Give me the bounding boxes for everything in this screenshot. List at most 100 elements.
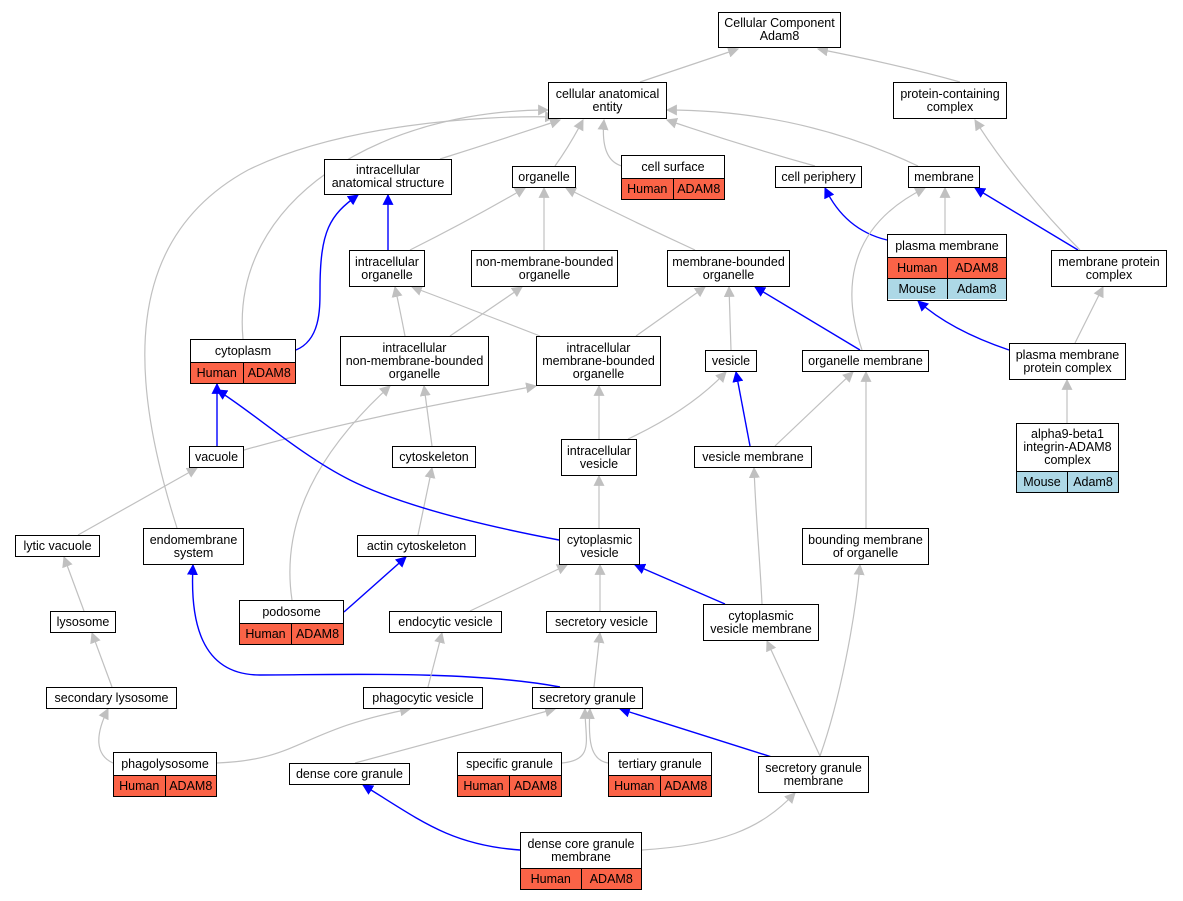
node-label: plasma membrane (895, 238, 999, 253)
species-cell: Human (521, 869, 581, 889)
node-intracellular-anatomical-structure: intracellular anatomical structure (324, 159, 452, 195)
node-specific-granule: specific granule Human ADAM8 (457, 752, 562, 797)
node-membrane: membrane (908, 166, 980, 188)
edge-secgran-endomem (186, 563, 561, 688)
edge-sgm-cvm (766, 640, 821, 757)
node-label: secretory vesicle (554, 614, 649, 629)
node-organelle: organelle (512, 166, 576, 188)
species-cell: Human (622, 179, 673, 199)
edge-cytovesicle-cytoplasm (216, 389, 560, 541)
node-label: plasma membrane protein complex (1015, 347, 1120, 375)
edge-lysosome-lytic (62, 555, 85, 612)
gene-cell: ADAM8 (946, 258, 1006, 278)
node-membrane-bounded-organelle: membrane-bounded organelle (667, 250, 790, 287)
edge-phago-endocytic (427, 631, 445, 688)
node-intracellular-non-membrane-bounded-organelle: intracellular non-membrane-bounded organ… (340, 336, 489, 386)
node-label: protein-containing complex (900, 86, 1000, 114)
annotation-row: Human ADAM8 (609, 775, 711, 796)
edge-actin-cytoskeleton (417, 466, 436, 536)
node-label: organelle membrane (808, 353, 923, 368)
species-cell: Human (114, 776, 165, 796)
node-label: non-membrane-bounded organelle (475, 254, 614, 282)
node-label: tertiary granule (618, 756, 702, 771)
node-vesicle: vesicle (705, 350, 757, 372)
edge-vesicle-mbo (723, 285, 735, 351)
edge-cytoplasm-ias (295, 194, 359, 351)
node-label: vesicle membrane (702, 449, 804, 464)
edge-vesmem-vesicle (732, 370, 751, 447)
node-label: lytic vacuole (23, 538, 92, 553)
species-cell: Mouse (1017, 472, 1067, 492)
edge-mpc-pcc (974, 119, 1081, 251)
node-intracellular-vesicle: intracellular vesicle (561, 439, 637, 476)
edge-cytoskeleton-inmbo (419, 384, 433, 447)
edge-endocytic-cytovesicle (469, 564, 568, 612)
edge-imbo-intraorg (410, 285, 541, 337)
annotation-row: Human ADAM8 (622, 178, 724, 199)
node-label: dense core granule membrane (527, 836, 635, 864)
node-label: secondary lysosome (54, 690, 169, 705)
edge-phagolyso-seclyso (98, 708, 114, 764)
gene-cell: Adam8 (1067, 472, 1118, 492)
edge-pm-cellperiphery (824, 187, 888, 241)
node-label: Cellular Component Adam8 (724, 16, 835, 43)
node-label: lysosome (56, 614, 110, 629)
node-vacuole: vacuole (189, 446, 244, 468)
edge-endomem-cae (144, 111, 557, 529)
edge-pcc-root (816, 45, 961, 83)
edge-dcgm-dcg (362, 784, 521, 851)
node-label: alpha9-beta1 integrin-ADAM8 complex (1023, 427, 1112, 467)
node-secretory-vesicle: secretory vesicle (546, 611, 657, 633)
node-dense-core-granule: dense core granule (289, 763, 410, 785)
species-cell: Mouse (888, 279, 947, 299)
gene-cell: ADAM8 (509, 776, 561, 796)
edge-inmbo-intraorg (391, 285, 406, 337)
node-actin-cytoskeleton: actin cytoskeleton (357, 535, 476, 557)
species-cell: Human (240, 624, 291, 644)
edge-orgmem-mbo (754, 286, 861, 351)
node-phagolysosome: phagolysosome Human ADAM8 (113, 752, 217, 797)
node-non-membrane-bounded-organelle: non-membrane-bounded organelle (471, 250, 618, 287)
annotation-row: Human ADAM8 (888, 257, 1006, 278)
edge-pmpc-pm (917, 300, 1010, 351)
node-label: podosome (262, 604, 321, 619)
species-cell: Human (458, 776, 509, 796)
node-endomembrane-system: endomembrane system (143, 528, 244, 565)
edge-sgm-bmo (819, 563, 865, 757)
edge-secgran-secretoryves (593, 631, 605, 688)
edge-tertiary-secgran (583, 707, 609, 764)
node-label: intracellular membrane-bounded organelle (542, 340, 655, 381)
edge-phagolyso-phago (216, 705, 412, 764)
node-phagocytic-vesicle: phagocytic vesicle (363, 687, 483, 709)
species-cell: Human (609, 776, 660, 796)
node-label: dense core granule (295, 766, 404, 781)
node-label: specific granule (466, 756, 553, 771)
edge-sgm-secgran (618, 706, 776, 759)
edge-lytic-vacuole (77, 467, 198, 536)
edge-organelle-cae (554, 119, 584, 167)
edge-cytoplasm-cae (241, 104, 550, 340)
gene-cell: ADAM8 (242, 363, 295, 383)
node-label: membrane protein complex (1058, 254, 1160, 282)
edge-podosome-inmbo (289, 385, 391, 601)
node-label: bounding membrane of organelle (808, 532, 923, 560)
edge-cellsurface-cae (597, 118, 623, 167)
gene-cell: Adam8 (946, 279, 1006, 299)
edge-cvm-vesmem (748, 466, 763, 605)
annotation-row: Human ADAM8 (521, 868, 641, 889)
node-label: cytoplasmic vesicle membrane (710, 608, 812, 636)
edge-podosome-actin (343, 556, 407, 613)
node-label: cytoskeleton (399, 449, 469, 464)
node-label: phagolysosome (121, 756, 209, 771)
node-lytic-vacuole: lytic vacuole (15, 535, 100, 557)
node-cell-surface: cell surface Human ADAM8 (621, 155, 725, 200)
annotation-row: Human ADAM8 (240, 623, 343, 644)
gene-cell: ADAM8 (291, 624, 343, 644)
node-label: endocytic vesicle (398, 614, 493, 629)
gene-cell: ADAM8 (672, 179, 724, 199)
node-alpha9-beta1-integrin-adam8-complex: alpha9-beta1 integrin-ADAM8 complex Mous… (1016, 423, 1119, 493)
node-podosome: podosome Human ADAM8 (239, 600, 344, 645)
node-secondary-lysosome: secondary lysosome (46, 687, 177, 709)
node-label: intracellular vesicle (567, 443, 631, 471)
annotation-row: Mouse Adam8 (1017, 471, 1118, 492)
